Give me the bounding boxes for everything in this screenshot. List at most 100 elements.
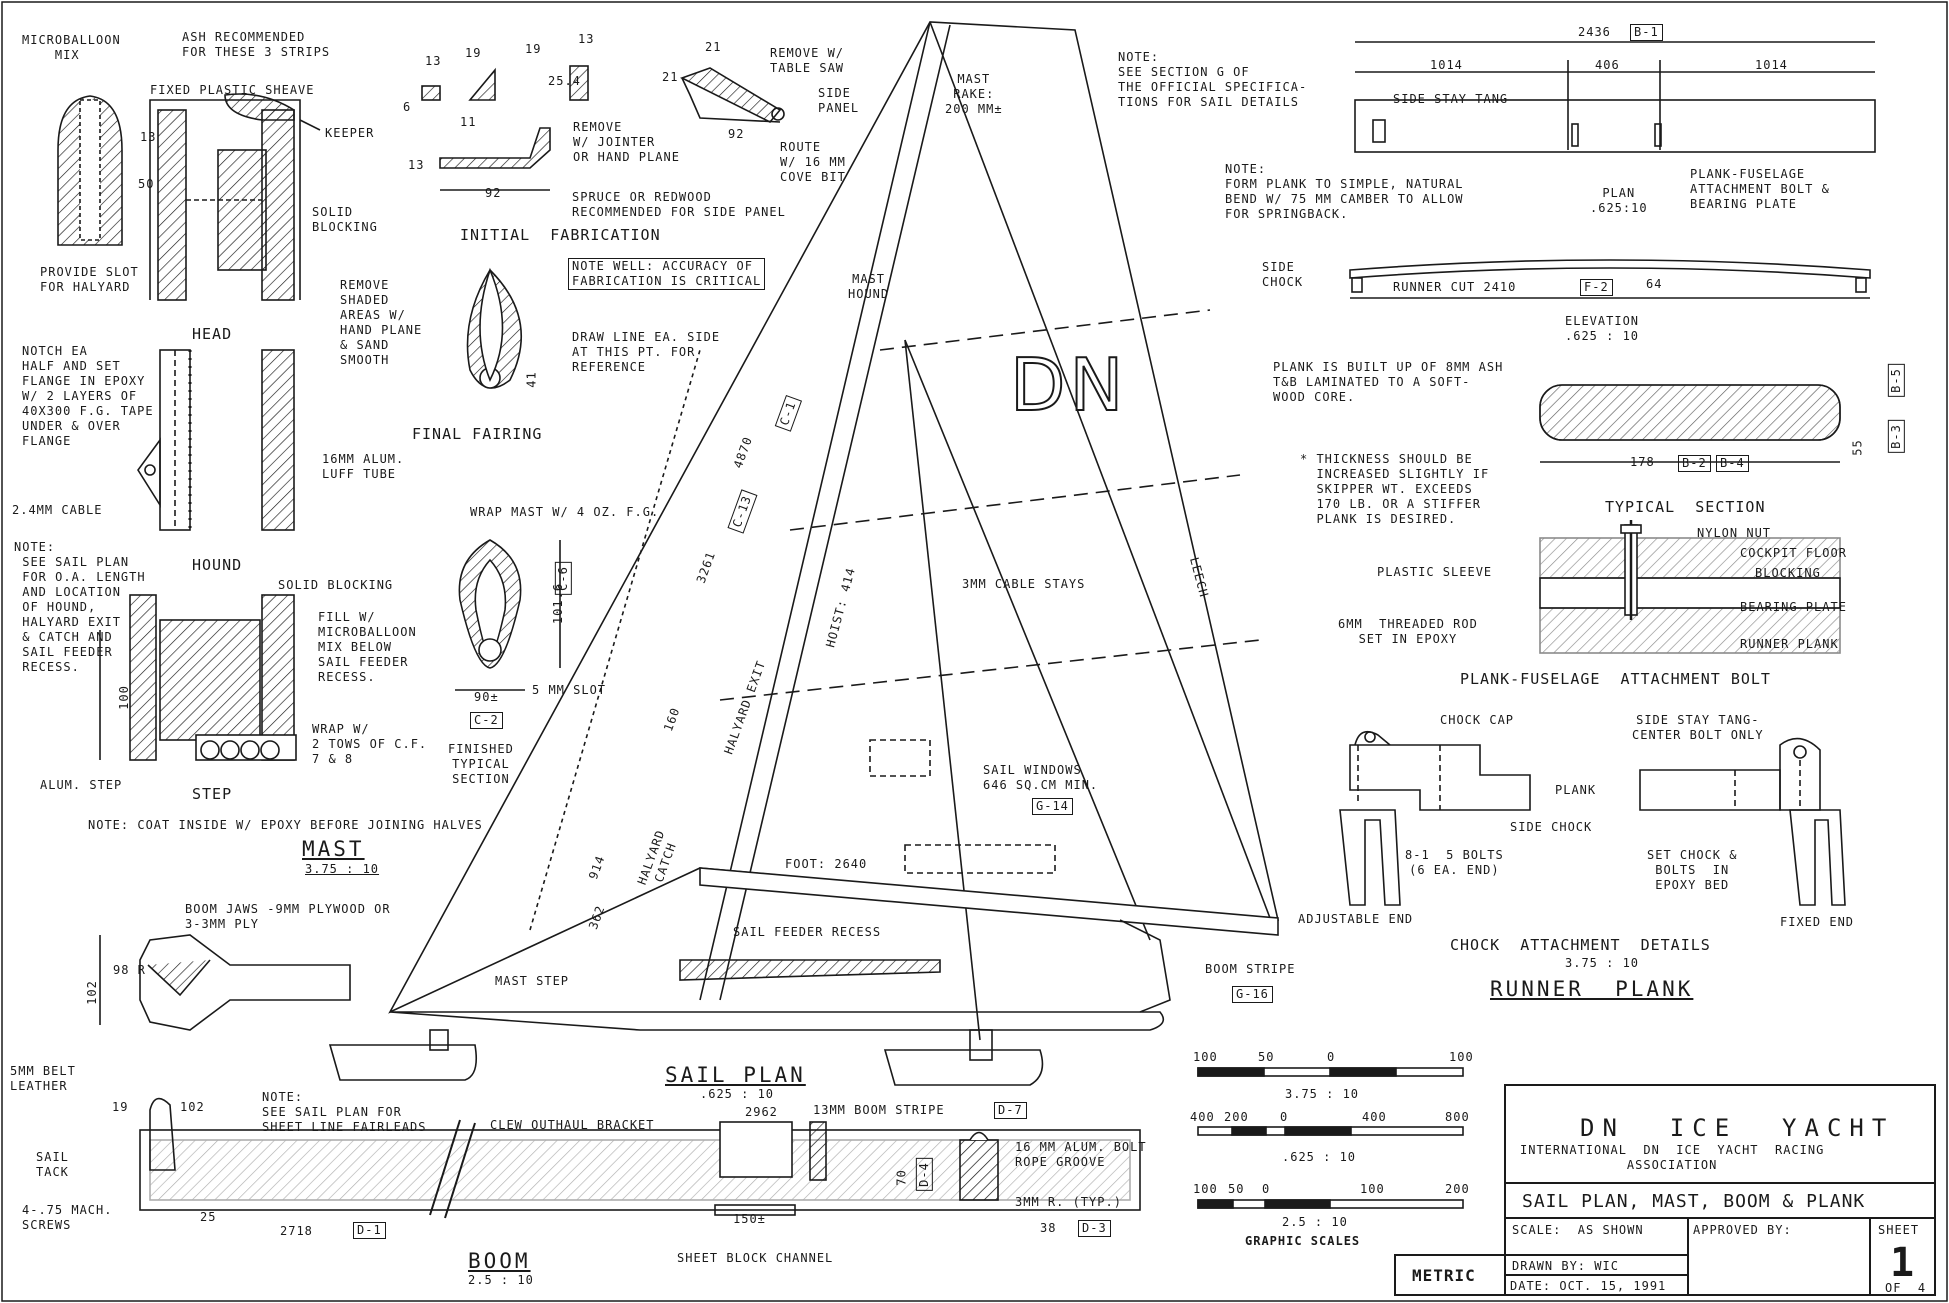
sail-details-note: NOTE: SEE SECTION G OF THE OFFICIAL SPEC… xyxy=(1118,50,1308,109)
ref-d4: D-4 xyxy=(915,1158,933,1191)
boom-dim-2718: 2718 xyxy=(280,1224,313,1238)
scale3-tick-100b: 100 xyxy=(1360,1182,1385,1196)
graphic-scales-caption: GRAPHIC SCALES xyxy=(1245,1234,1361,1248)
solid-blocking-hound: SOLID BLOCKING xyxy=(278,578,394,592)
strip-dim-13b: 13 xyxy=(578,32,595,46)
clew-outhaul-label: CLEW OUTHAUL BRACKET xyxy=(490,1118,655,1132)
boom-dim-102a: 102 xyxy=(84,980,99,1005)
graphic-scales xyxy=(1197,1067,1464,1209)
chock-adjustable-end xyxy=(1339,730,1531,906)
head-label: HEAD xyxy=(192,325,233,343)
ref-b5: B-5 xyxy=(1887,364,1905,397)
strip-sections xyxy=(421,65,785,191)
plank-plan xyxy=(1354,41,1876,153)
scale2-tick-800: 800 xyxy=(1445,1110,1470,1124)
ref-d3: D-3 xyxy=(1078,1220,1111,1237)
chock-scale: 3.75 : 10 xyxy=(1565,956,1640,970)
boom-dim-70: 70 xyxy=(894,1169,909,1186)
route-dim-21b: 21 xyxy=(662,70,679,84)
strip-dim-19b: 19 xyxy=(525,42,542,56)
thickness-note: * THICKNESS SHOULD BE INCREASED SLIGHTLY… xyxy=(1300,452,1490,526)
bolt-rope-label: 16 MM ALUM. BOLT ROPE GROOVE xyxy=(1015,1140,1147,1169)
adjustable-end-label: ADJUSTABLE END xyxy=(1298,912,1414,926)
fairing-dim-41: 41 xyxy=(524,371,539,388)
sail-windows-label: SAIL WINDOWS 646 SQ.CM MIN. xyxy=(983,763,1099,792)
remove-jointer: REMOVE W/ JOINTER OR HAND PLANE xyxy=(573,120,680,164)
feeder-recess-label: SAIL FEEDER RECESS xyxy=(733,925,882,939)
strip-dim-6: 6 xyxy=(403,100,412,114)
strip-dim-25: 25.4 xyxy=(548,74,581,88)
boom-dim-2962: 2962 xyxy=(745,1105,778,1119)
title-block-metric: METRIC xyxy=(1412,1266,1476,1285)
plank-typical-section xyxy=(1539,384,1841,463)
sail-number: DN xyxy=(1009,342,1128,428)
runner-plank-label: RUNNER PLANK xyxy=(1740,637,1839,651)
scale3-tick-0: 0 xyxy=(1262,1182,1271,1196)
runner-cut-label: RUNNER CUT 2410 xyxy=(1393,280,1517,294)
radius-label: 3MM R. (TYP.) xyxy=(1015,1195,1122,1209)
plank-dim-2436: 2436 xyxy=(1578,25,1611,39)
initial-fabrication-title: INITIAL FABRICATION xyxy=(460,226,661,244)
screws-label: 4-.75 MACH. SCREWS xyxy=(22,1203,113,1232)
scale2-label: .625 : 10 xyxy=(1282,1150,1357,1164)
route-label: ROUTE W/ 16 MM COVE BIT xyxy=(780,140,846,184)
boom-scale: 2.5 : 10 xyxy=(468,1273,534,1287)
blocking-label: BLOCKING xyxy=(1755,566,1821,580)
ref-c2: C-2 xyxy=(470,712,503,729)
scale3-tick-50: 50 xyxy=(1228,1182,1245,1196)
side-chock-detail-label: SIDE CHOCK xyxy=(1510,820,1593,834)
fill-note: FILL W/ MICROBALLOON MIX BELOW SAIL FEED… xyxy=(318,610,417,684)
belt-leather-label: 5MM BELT LEATHER xyxy=(10,1064,76,1093)
title-block-sheet-of: OF 4 xyxy=(1885,1281,1927,1295)
plank-dim-64: 64 xyxy=(1646,277,1663,291)
note-well: NOTE WELL: ACCURACY OF FABRICATION IS CR… xyxy=(568,258,766,290)
sail-tack-label: SAIL TACK xyxy=(36,1150,69,1179)
boom-dim-25: 25 xyxy=(200,1210,217,1224)
fixed-sheave-label: FIXED PLASTIC SHEAVE xyxy=(150,83,315,97)
sail-plan-scale: .625 : 10 xyxy=(700,1087,775,1101)
side-stay-tang-label: SIDE STAY TANG xyxy=(1393,92,1509,106)
alum-step-label: ALUM. STEP xyxy=(40,778,123,792)
wrap-note: WRAP W/ 2 TOWS OF C.F. 7 & 8 xyxy=(312,722,428,766)
spruce-note: SPRUCE OR REDWOOD RECOMMENDED FOR SIDE P… xyxy=(572,190,786,219)
boom-stripe-label: BOOM STRIPE xyxy=(1205,962,1296,976)
scale3-tick-100: 100 xyxy=(1193,1182,1218,1196)
mast-rake-label: MAST RAKE: 200 MM± xyxy=(945,72,1003,116)
title-block-sheet-label: SHEET xyxy=(1878,1223,1920,1237)
set-chock-label: SET CHOCK & BOLTS IN EPOXY BED xyxy=(1647,848,1738,892)
scale2-tick-200: 200 xyxy=(1224,1110,1249,1124)
mast-hound-detail xyxy=(137,349,295,531)
final-fairing-detail xyxy=(466,267,522,389)
mast-scale: 3.75 : 10 xyxy=(305,862,380,876)
solid-blocking-head: SOLID BLOCKING xyxy=(312,205,378,234)
fixed-end-label: FIXED END xyxy=(1780,915,1855,929)
typical-section-title: TYPICAL SECTION xyxy=(1605,498,1766,516)
draw-line-note: DRAW LINE EA. SIDE AT THIS PT. FOR REFER… xyxy=(572,330,721,374)
ref-f2: F-2 xyxy=(1580,279,1613,296)
cockpit-floor-label: COCKPIT FLOOR xyxy=(1740,546,1847,560)
route-dim-92: 92 xyxy=(728,127,745,141)
mast-hound-label: MAST HOUND xyxy=(848,272,890,301)
dim-50-label: 50 xyxy=(138,177,155,191)
bolts-label: 8-1 5 BOLTS (6 EA. END) xyxy=(1405,848,1504,877)
chock-cap-label: CHOCK CAP xyxy=(1440,713,1515,727)
ref-g14: G-14 xyxy=(1032,798,1073,815)
title-block-approved: APPROVED BY: xyxy=(1693,1223,1792,1237)
ash-note: ASH RECOMMENDED FOR THESE 3 STRIPS xyxy=(182,30,331,59)
scale1-tick-100: 100 xyxy=(1193,1050,1218,1064)
title-block-frame xyxy=(1394,1084,1936,1296)
microballoon-label: MICROBALLOON MIX xyxy=(22,33,121,62)
side-panel-label: SIDE PANEL xyxy=(818,86,860,115)
boom-title: BOOM xyxy=(468,1249,531,1273)
boom-dim-38: 38 xyxy=(1040,1221,1057,1235)
keeper-label: KEEPER xyxy=(325,126,375,140)
wrap-mast-note: WRAP MAST W/ 4 OZ. F.G. xyxy=(470,505,660,519)
boom-jaws-note: BOOM JAWS -9MM PLYWOOD OR 3-3MM PLY xyxy=(185,902,391,931)
dim-100-label: 100 xyxy=(116,685,131,710)
plank-dim-1014b: 1014 xyxy=(1755,58,1788,72)
ref-b1: B-1 xyxy=(1630,24,1663,41)
tang-bolt-label: SIDE STAY TANG- CENTER BOLT ONLY xyxy=(1632,713,1764,742)
boom-dim-150: 150± xyxy=(733,1212,766,1226)
remove-shaded: REMOVE SHADED AREAS W/ HAND PLANE & SAND… xyxy=(340,278,423,367)
